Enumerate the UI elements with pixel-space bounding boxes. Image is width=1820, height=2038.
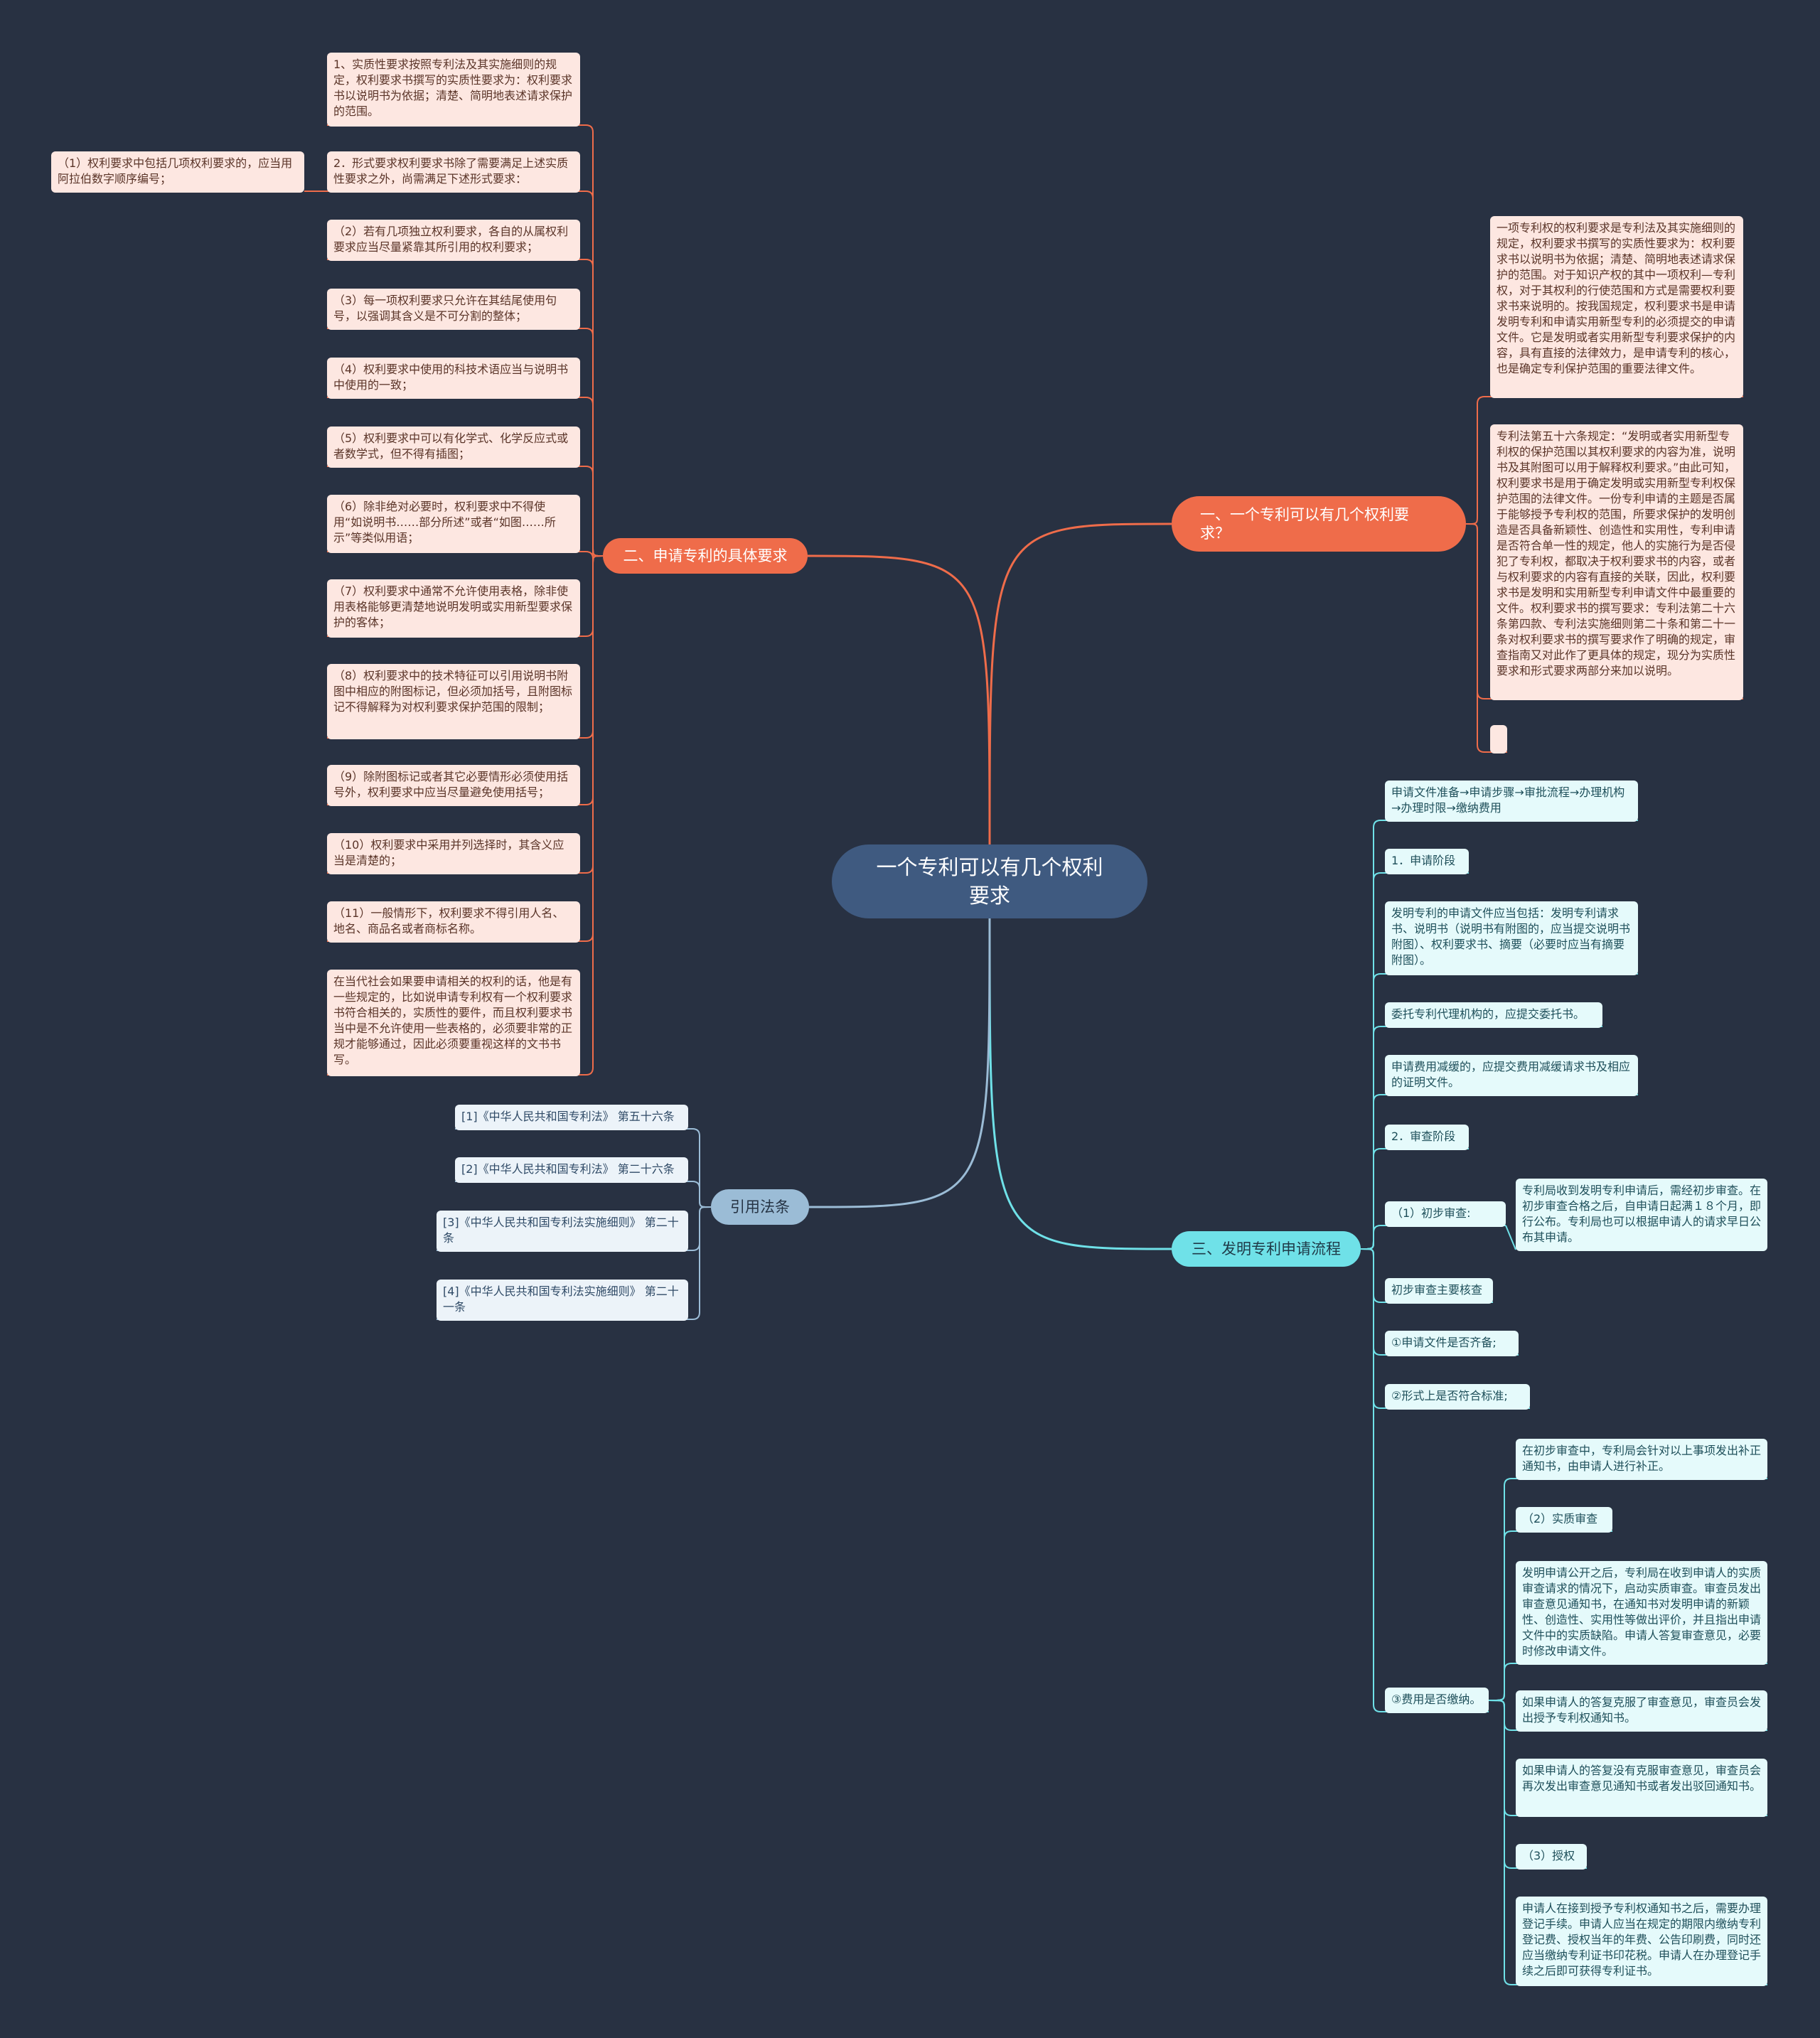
branch-invention-patent-process[interactable]: 三、发明专利申请流程 [1172,1231,1361,1267]
b3-leaf-flow[interactable]: 申请文件准备→申请步骤→审批流程→办理机构→办理时限→缴纳费用 [1385,781,1638,822]
link-b3-leaf-fee-paid [1360,1248,1489,1712]
link-b1-leaf-definition [1465,396,1743,525]
b4-leaf-law-4[interactable]: [4]《中华人民共和国专利法实施细则》 第二十一条 [437,1280,688,1321]
link-b2-leaf-13 [327,555,604,1076]
b2-subleaf-numbering[interactable]: （1）权利要求中包括几项权利要求的，应当用阿拉伯数字顺序编号； [51,151,304,193]
branch-how-many-claims[interactable]: 一、一个专利可以有几个权利要求？ [1172,496,1466,552]
b2-leaf-2[interactable]: 2．形式要求权利要求书除了需要满足上述实质性要求之外，尚需满足下述形式要求： [327,151,580,193]
b2-leaf-5[interactable]: （4）权利要求中使用的科技术语应当与说明书中使用的一致； [327,358,580,399]
b3-leaf-fee-paid[interactable]: ③费用是否缴纳。 [1385,1688,1489,1713]
b3-subleaf-overcome[interactable]: 如果申请人的答复克服了审查意见，审查员会发出授予专利权通知书。 [1516,1690,1767,1732]
branch-application-requirements[interactable]: 二、申请专利的具体要求 [603,538,808,574]
link-b3-subleaf-substantive-detail [1488,1663,1767,1701]
branch-cited-laws[interactable]: 引用法条 [711,1189,809,1225]
central-topic[interactable]: 一个专利可以有几个权利要求 [832,844,1147,918]
b3-subleaf-preliminary-detail[interactable]: 专利局收到发明专利申请后，需经初步审查。在初步审查合格之后，自申请日起满１８个月… [1516,1179,1767,1251]
b2-leaf-12[interactable]: （11）一般情形下，权利要求不得引用人名、地名、商品名或者商标名称。 [327,901,580,943]
b4-leaf-law-3[interactable]: [3]《中华人民共和国专利法实施细则》 第二十条 [437,1211,688,1252]
b3-subleaf-substantive-detail[interactable]: 发明申请公开之后，专利局在收到申请人的实质审查请求的情况下，启动实质审查。审查员… [1516,1561,1767,1665]
link-b3-sub1 [1505,1225,1516,1250]
link-b3-subleaf-grant-detail [1488,1700,1767,1985]
b4-leaf-law-1[interactable]: [1]《中华人民共和国专利法》 第五十六条 [455,1105,688,1130]
b3-leaf-apply-stage[interactable]: 1．申请阶段 [1385,849,1469,874]
b2-leaf-4[interactable]: （3）每一项权利要求只允许在其结尾使用句号，以强调其含义是不可分割的整体； [327,289,580,330]
b4-leaf-law-2[interactable]: [2]《中华人民共和国专利法》 第二十六条 [455,1157,688,1183]
b2-leaf-13[interactable]: 在当代社会如果要申请相关的权利的话，他是有一些规定的，比如说申请专利权有一个权利… [327,970,580,1076]
b2-leaf-3[interactable]: （2）若有几项独立权利要求，各自的从属权利要求应当尽量紧靠其所引用的权利要求； [327,220,580,261]
b3-leaf-docs-complete[interactable]: ①申请文件是否齐备; [1385,1331,1519,1356]
b2-leaf-6[interactable]: （5）权利要求中可以有化学式、化学反应式或者数学式，但不得有插图； [327,427,580,468]
b3-subleaf-grant-detail[interactable]: 申请人在接到授予专利权通知书之后，需要办理登记手续。申请人应当在规定的期限内缴纳… [1516,1897,1767,1986]
b3-leaf-form-standard[interactable]: ②形式上是否符合标准; [1385,1384,1530,1410]
b2-leaf-1[interactable]: 1、实质性要求按照专利法及其实施细则的规定，权利要求书撰写的实质性要求为：权利要… [327,53,580,127]
b3-leaf-exam-checks[interactable]: 初步审查主要核查 [1385,1278,1493,1304]
b1-leaf-empty[interactable] [1490,725,1507,753]
b3-subleaf-grant[interactable]: （3）授权 [1516,1844,1587,1870]
b3-leaf-exam-stage[interactable]: 2．审查阶段 [1385,1125,1469,1150]
link-branch-application-requirements [807,554,991,845]
b3-leaf-power-of-attorney[interactable]: 委托专利代理机构的，应提交委托书。 [1385,1002,1602,1028]
b3-leaf-fee-reduction[interactable]: 申请费用减缓的，应提交费用减缓请求书及相应的证明文件。 [1385,1055,1638,1096]
b3-subleaf-substantive-exam[interactable]: （2）实质审查 [1516,1507,1612,1533]
b2-leaf-7[interactable]: （6）除非绝对必要时，权利要求中不得使用“如说明书……部分所述”或者“如图……所… [327,495,580,553]
link-b3-leaf-exam-stage [1360,1148,1469,1250]
b2-leaf-9[interactable]: （8）权利要求中的技术特征可以引用说明书附图中相应的附图标记，但必须加括号，且附… [327,664,580,739]
b3-subleaf-not-overcome[interactable]: 如果申请人的答复没有克服审查意见，审查员会再次发出审查意见通知书或者发出驳回通知… [1516,1759,1767,1817]
link-branch-how-many-claims [988,522,1172,845]
link-b3-leaf-preliminary-exam [1360,1225,1506,1250]
link-branch-invention-patent-process [988,918,1172,1250]
b2-leaf-8[interactable]: （7）权利要求中通常不允许使用表格，除非使用表格能够更清楚地说明发明或实用新型要… [327,579,580,638]
link-b4-leaf-law-2 [455,1181,712,1208]
b1-leaf-article-56[interactable]: 专利法第五十六条规定：“发明或者实用新型专利权的保护范围以其权利要求的内容为准，… [1490,424,1743,700]
link-b1-leaf-empty [1465,523,1507,753]
b2-leaf-10[interactable]: （9）除附图标记或者其它必要情形必须使用括号外，权利要求中应当尽量避免使用括号； [327,765,580,806]
b1-leaf-definition[interactable]: 一项专利权的权利要求是专利法及其实施细则的规定，权利要求书撰写的实质性要求为：权… [1490,216,1743,398]
b3-subleaf-correction[interactable]: 在初步审查中，专利局会针对以上事项发出补正通知书，由申请人进行补正。 [1516,1439,1767,1480]
link-b4-leaf-law-4 [437,1206,712,1320]
b2-leaf-11[interactable]: （10）权利要求中采用并列选择时，其含义应当是清楚的； [327,833,580,874]
b3-leaf-documents[interactable]: 发明专利的申请文件应当包括：发明专利请求书、说明书（说明书有附图的，应当提交说明… [1385,901,1638,975]
b3-leaf-preliminary-exam[interactable]: （1）初步审查: [1385,1201,1506,1227]
link-branch-cited-laws [808,918,991,1208]
